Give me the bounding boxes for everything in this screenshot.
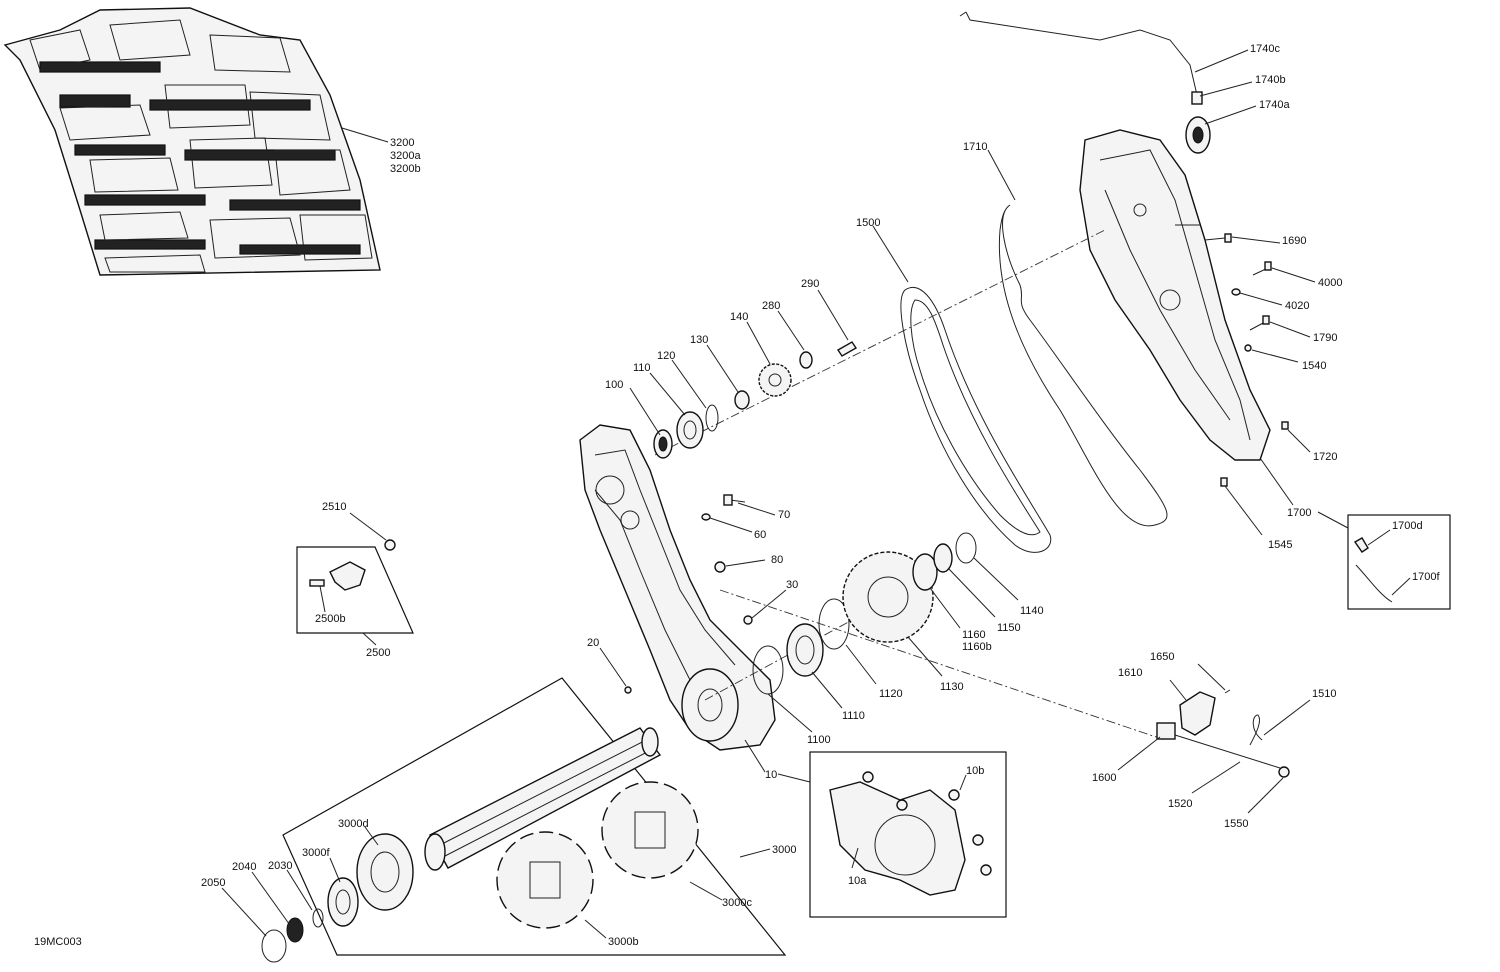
callout-1160: 1160	[962, 629, 986, 641]
callout-1100: 1100	[807, 734, 831, 746]
callout-1500: 1500	[856, 217, 880, 229]
drive-axle	[424, 727, 662, 871]
callout-4000: 4000	[1318, 277, 1342, 289]
callout-120: 120	[657, 350, 675, 362]
inset-2500	[296, 546, 414, 634]
callout-3200: 3200	[390, 137, 414, 149]
callout-10a: 10a	[848, 875, 867, 887]
callout-1740b: 1740b	[1255, 74, 1286, 86]
callout-1150: 1150	[997, 622, 1021, 634]
belt-1500	[900, 287, 1052, 553]
chain-1710	[998, 204, 1168, 527]
callout-60: 60	[754, 529, 766, 541]
callout-2500b: 2500b	[315, 613, 346, 625]
callout-1610: 1610	[1118, 667, 1142, 679]
callout-10: 10	[765, 769, 777, 781]
callout-2500: 2500	[366, 647, 390, 659]
callout-1140: 1140	[1020, 605, 1044, 617]
axle-end-parts	[261, 833, 414, 963]
callout-3000: 3000	[772, 844, 796, 856]
callout-1740a: 1740a	[1259, 99, 1290, 111]
inset-10	[809, 751, 1007, 918]
callout-1700f: 1700f	[1412, 571, 1440, 583]
callout-20: 20	[587, 637, 599, 649]
upper-shaft-parts	[653, 341, 857, 459]
callout-1540: 1540	[1302, 360, 1326, 372]
callout-1720: 1720	[1313, 451, 1337, 463]
lever-assembly	[1156, 689, 1290, 778]
callout-1545: 1545	[1268, 539, 1292, 551]
chaincase-housing	[579, 424, 776, 751]
callout-280: 280	[762, 300, 780, 312]
callout-3000c: 3000c	[722, 897, 752, 909]
inset-10-nuts	[862, 771, 992, 876]
callout-1550: 1550	[1224, 818, 1248, 830]
callout-1710: 1710	[963, 141, 987, 153]
callout-2040: 2040	[232, 861, 256, 873]
callout-3200a: 3200a	[390, 150, 421, 162]
cover-fasteners	[1204, 233, 1289, 487]
callout-1740c: 1740c	[1250, 43, 1280, 55]
callout-1790: 1790	[1313, 332, 1337, 344]
callout-110: 110	[633, 362, 651, 374]
callout-1700d: 1700d	[1392, 520, 1423, 532]
callout-1510: 1510	[1312, 688, 1336, 700]
callout-1130: 1130	[940, 681, 964, 693]
callout-290: 290	[801, 278, 819, 290]
callout-2050: 2050	[201, 877, 225, 889]
inset-1700	[1347, 514, 1451, 610]
callout-30: 30	[786, 579, 798, 591]
callout-1120: 1120	[879, 688, 903, 700]
callout-2030: 2030	[268, 860, 292, 872]
callout-2510: 2510	[322, 501, 346, 513]
callout-1110: 1110	[842, 710, 865, 722]
callout-70: 70	[778, 509, 790, 521]
callout-100: 100	[605, 379, 623, 391]
callout-80: 80	[771, 554, 783, 566]
callout-1650: 1650	[1150, 651, 1174, 663]
callout-130: 130	[690, 334, 708, 346]
callout-3000b: 3000b	[608, 936, 639, 948]
callout-4020: 4020	[1285, 300, 1309, 312]
callout-3000d: 3000d	[338, 818, 369, 830]
callout-1700: 1700	[1287, 507, 1311, 519]
callout-10b: 10b	[966, 765, 984, 777]
callout-1690: 1690	[1282, 235, 1306, 247]
callout-1160b: 1160b	[962, 641, 992, 653]
diagram-code: 19MC003	[34, 936, 82, 948]
track-illustration	[3, 7, 381, 276]
callout-1520: 1520	[1168, 798, 1192, 810]
lower-shaft-parts	[752, 532, 977, 695]
callout-1600: 1600	[1092, 772, 1116, 784]
inset-3000	[282, 677, 787, 956]
callout-3000f: 3000f	[302, 847, 330, 859]
housing-fasteners	[624, 494, 753, 694]
callout-3200b: 3200b	[390, 163, 421, 175]
drive-sprockets	[496, 781, 699, 929]
callout-140: 140	[730, 311, 748, 323]
cable-assembly	[959, 11, 1211, 154]
chaincase-cover	[1079, 129, 1271, 461]
